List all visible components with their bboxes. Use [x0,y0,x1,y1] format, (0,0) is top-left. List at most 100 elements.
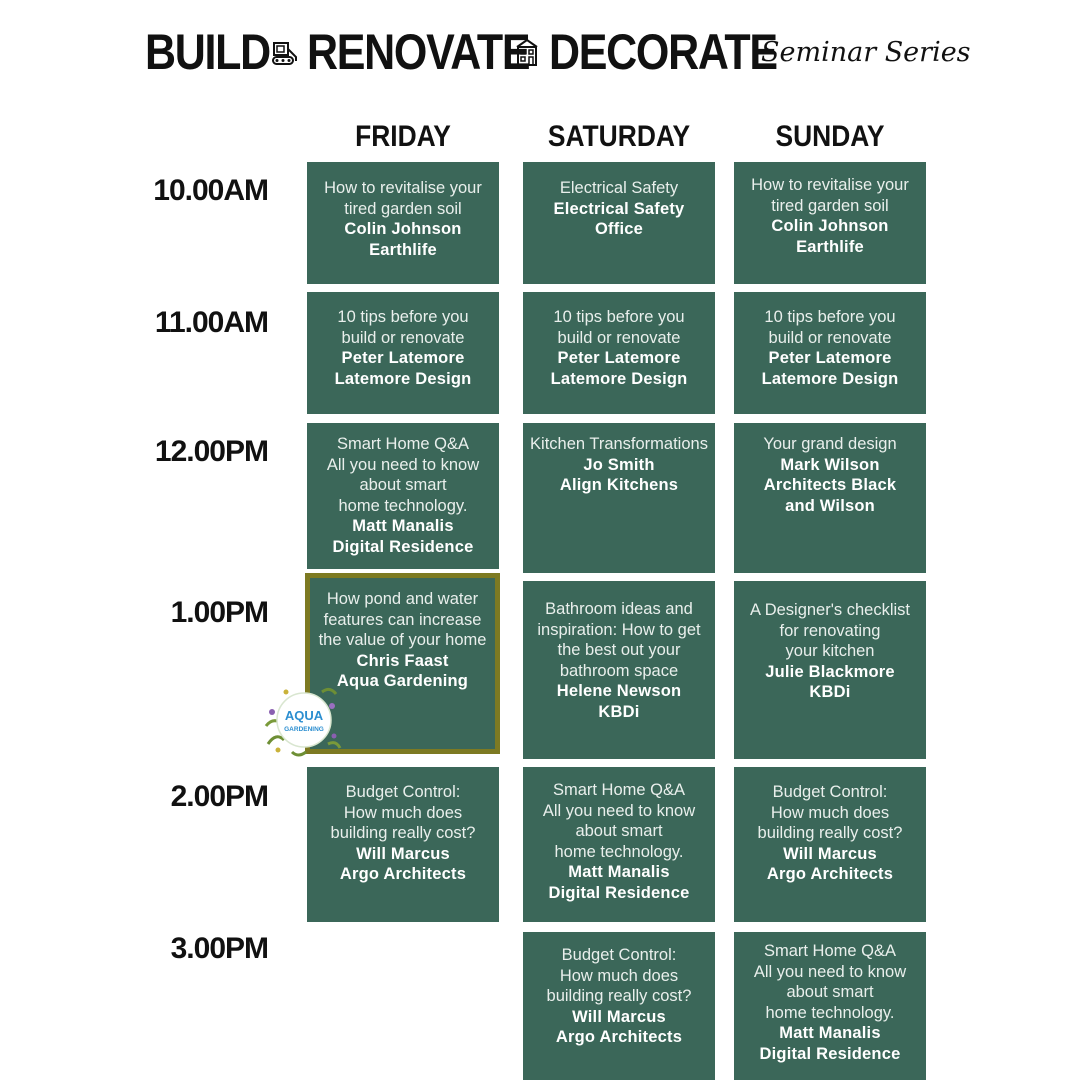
session-company: Argo Architects [555,1028,683,1046]
foliage-decoration [264,687,342,757]
session-topic: build or renovate [768,328,892,347]
session-tile-sat-11: 10 tips before you build or renovate Pet… [523,292,715,414]
session-topic: All you need to know [542,801,696,820]
session-speaker: Peter Latemore [341,349,465,367]
session-speaker: Will Marcus [783,844,877,863]
title-decorate: DECORATE [549,24,778,80]
session-tile-sun-10: How to revitalise your tired garden soil… [734,162,926,284]
session-tile-fri-2: Budget Control: How much does building r… [307,767,499,922]
session-topic: Kitchen Transformations [530,435,708,453]
session-tile-sat-2: Smart Home Q&A All you need to know abou… [523,767,715,922]
time-label: 10.00AM [153,174,269,207]
session-topic: building really cost? [757,824,903,842]
session-topic: about smart [786,983,874,1001]
session-speaker: Chris Faast [356,651,449,670]
session-speaker: Colin Johnson [344,220,462,238]
day-header-sunday: SUNDAY [775,120,885,153]
session-topic: about smart [575,822,663,840]
session-speaker: Matt Manalis [779,1024,881,1042]
session-company: Earthlife [796,237,864,256]
session-speaker: Electrical Safety [553,199,685,218]
session-company: Digital Residence [759,1044,901,1063]
session-topic: the best out your [557,641,681,659]
session-company: Argo Architects [339,865,467,883]
session-topic: 10 tips before you [764,308,896,326]
bulldozer-icon [272,42,297,65]
session-topic: 10 tips before you [337,308,469,326]
session-speaker: Matt Manalis [568,863,670,881]
session-speaker: Will Marcus [572,1007,666,1026]
session-tile-sat-10: Electrical Safety Electrical Safety Offi… [523,162,715,284]
session-topic: for renovating [779,621,881,640]
session-topic: Budget Control: [345,783,461,801]
session-topic: All you need to know [753,962,907,981]
session-topic: about smart [359,476,447,494]
session-company: Aqua Gardening [336,672,469,690]
session-topic: the value of your home [318,631,487,649]
session-topic: Smart Home Q&A [552,781,686,799]
session-company: Architects Black [763,476,897,494]
session-topic: features can increase [323,610,482,629]
title-renovate: RENOVATE [307,24,531,80]
session-topic: building really cost? [546,987,692,1005]
title-subtitle: Seminar Series [761,36,971,68]
session-speaker: Will Marcus [356,844,450,863]
session-topic: How pond and water [326,590,479,608]
session-company: Argo Architects [766,865,894,883]
title-build: BUILD [145,24,271,80]
session-tile-sun-3: Smart Home Q&A All you need to know abou… [734,932,926,1080]
session-speaker: Jo Smith [583,455,655,474]
session-topic: bathroom space [559,661,679,680]
page-title: BUILD RENOVATE DECORATE Seminar Series [145,22,971,82]
session-topic: your kitchen [785,642,875,660]
session-company: and Wilson [785,496,875,515]
session-company: Office [595,220,643,238]
session-tile-sun-1: A Designer's checklist for renovating yo… [734,581,926,759]
session-company: Earthlife [369,240,437,259]
session-speaker: Peter Latemore [557,349,681,367]
time-label: 1.00PM [170,596,269,629]
session-topic: Budget Control: [772,783,888,801]
session-topic: A Designer's checklist [750,601,910,619]
time-label: 11.00AM [154,306,269,339]
session-topic: How to revitalise your [751,176,909,194]
session-speaker: Matt Manalis [352,517,454,535]
session-topic: Electrical Safety [559,179,679,197]
session-topic: inspiration: How to get [537,620,701,639]
session-company: Align Kitchens [559,476,679,494]
session-company: Latemore Design [334,369,472,388]
session-topic: How much does [770,803,890,822]
session-topic: home technology. [338,496,468,515]
day-header-friday: FRIDAY [355,120,451,153]
session-speaker: Julie Blackmore [765,662,895,681]
session-speaker: Mark Wilson [780,455,880,474]
session-topic: How to revitalise your [324,179,482,197]
session-tile-fri-10: How to revitalise your tired garden soil… [307,162,499,284]
session-company: Latemore Design [550,369,688,388]
session-tile-sun-2: Budget Control: How much does building r… [734,767,926,922]
session-topic: How much does [559,966,679,985]
session-topic: tired garden soil [344,199,462,218]
aqua-gardening-logo: AQUA GARDENING [264,687,342,757]
session-tile-sun-11: 10 tips before you build or renovate Pet… [734,292,926,414]
session-topic: Bathroom ideas and [545,600,693,618]
session-tile-sat-3: Budget Control: How much does building r… [523,932,715,1080]
time-label: 3.00PM [170,932,269,965]
time-label: 2.00PM [170,780,269,813]
session-tile-sat-12: Kitchen Transformations Jo Smith Align K… [523,423,715,573]
session-speaker: Colin Johnson [771,217,889,235]
session-topic: Budget Control: [561,946,677,964]
session-topic: Smart Home Q&A [763,942,897,960]
session-topic: build or renovate [341,328,465,347]
session-topic: 10 tips before you [553,308,685,326]
session-topic: Your grand design [763,435,897,453]
session-topic: home technology. [765,1003,895,1022]
session-topic: home technology. [554,842,684,861]
session-speaker: Helene Newson [556,682,682,700]
session-company: KBDi [598,702,640,721]
session-company: Digital Residence [548,883,690,902]
session-tile-sat-1: Bathroom ideas and inspiration: How to g… [523,581,715,759]
session-company: Digital Residence [332,537,474,556]
badge-word-aqua: AQUA [285,708,324,723]
time-label: 12.00PM [154,435,269,468]
